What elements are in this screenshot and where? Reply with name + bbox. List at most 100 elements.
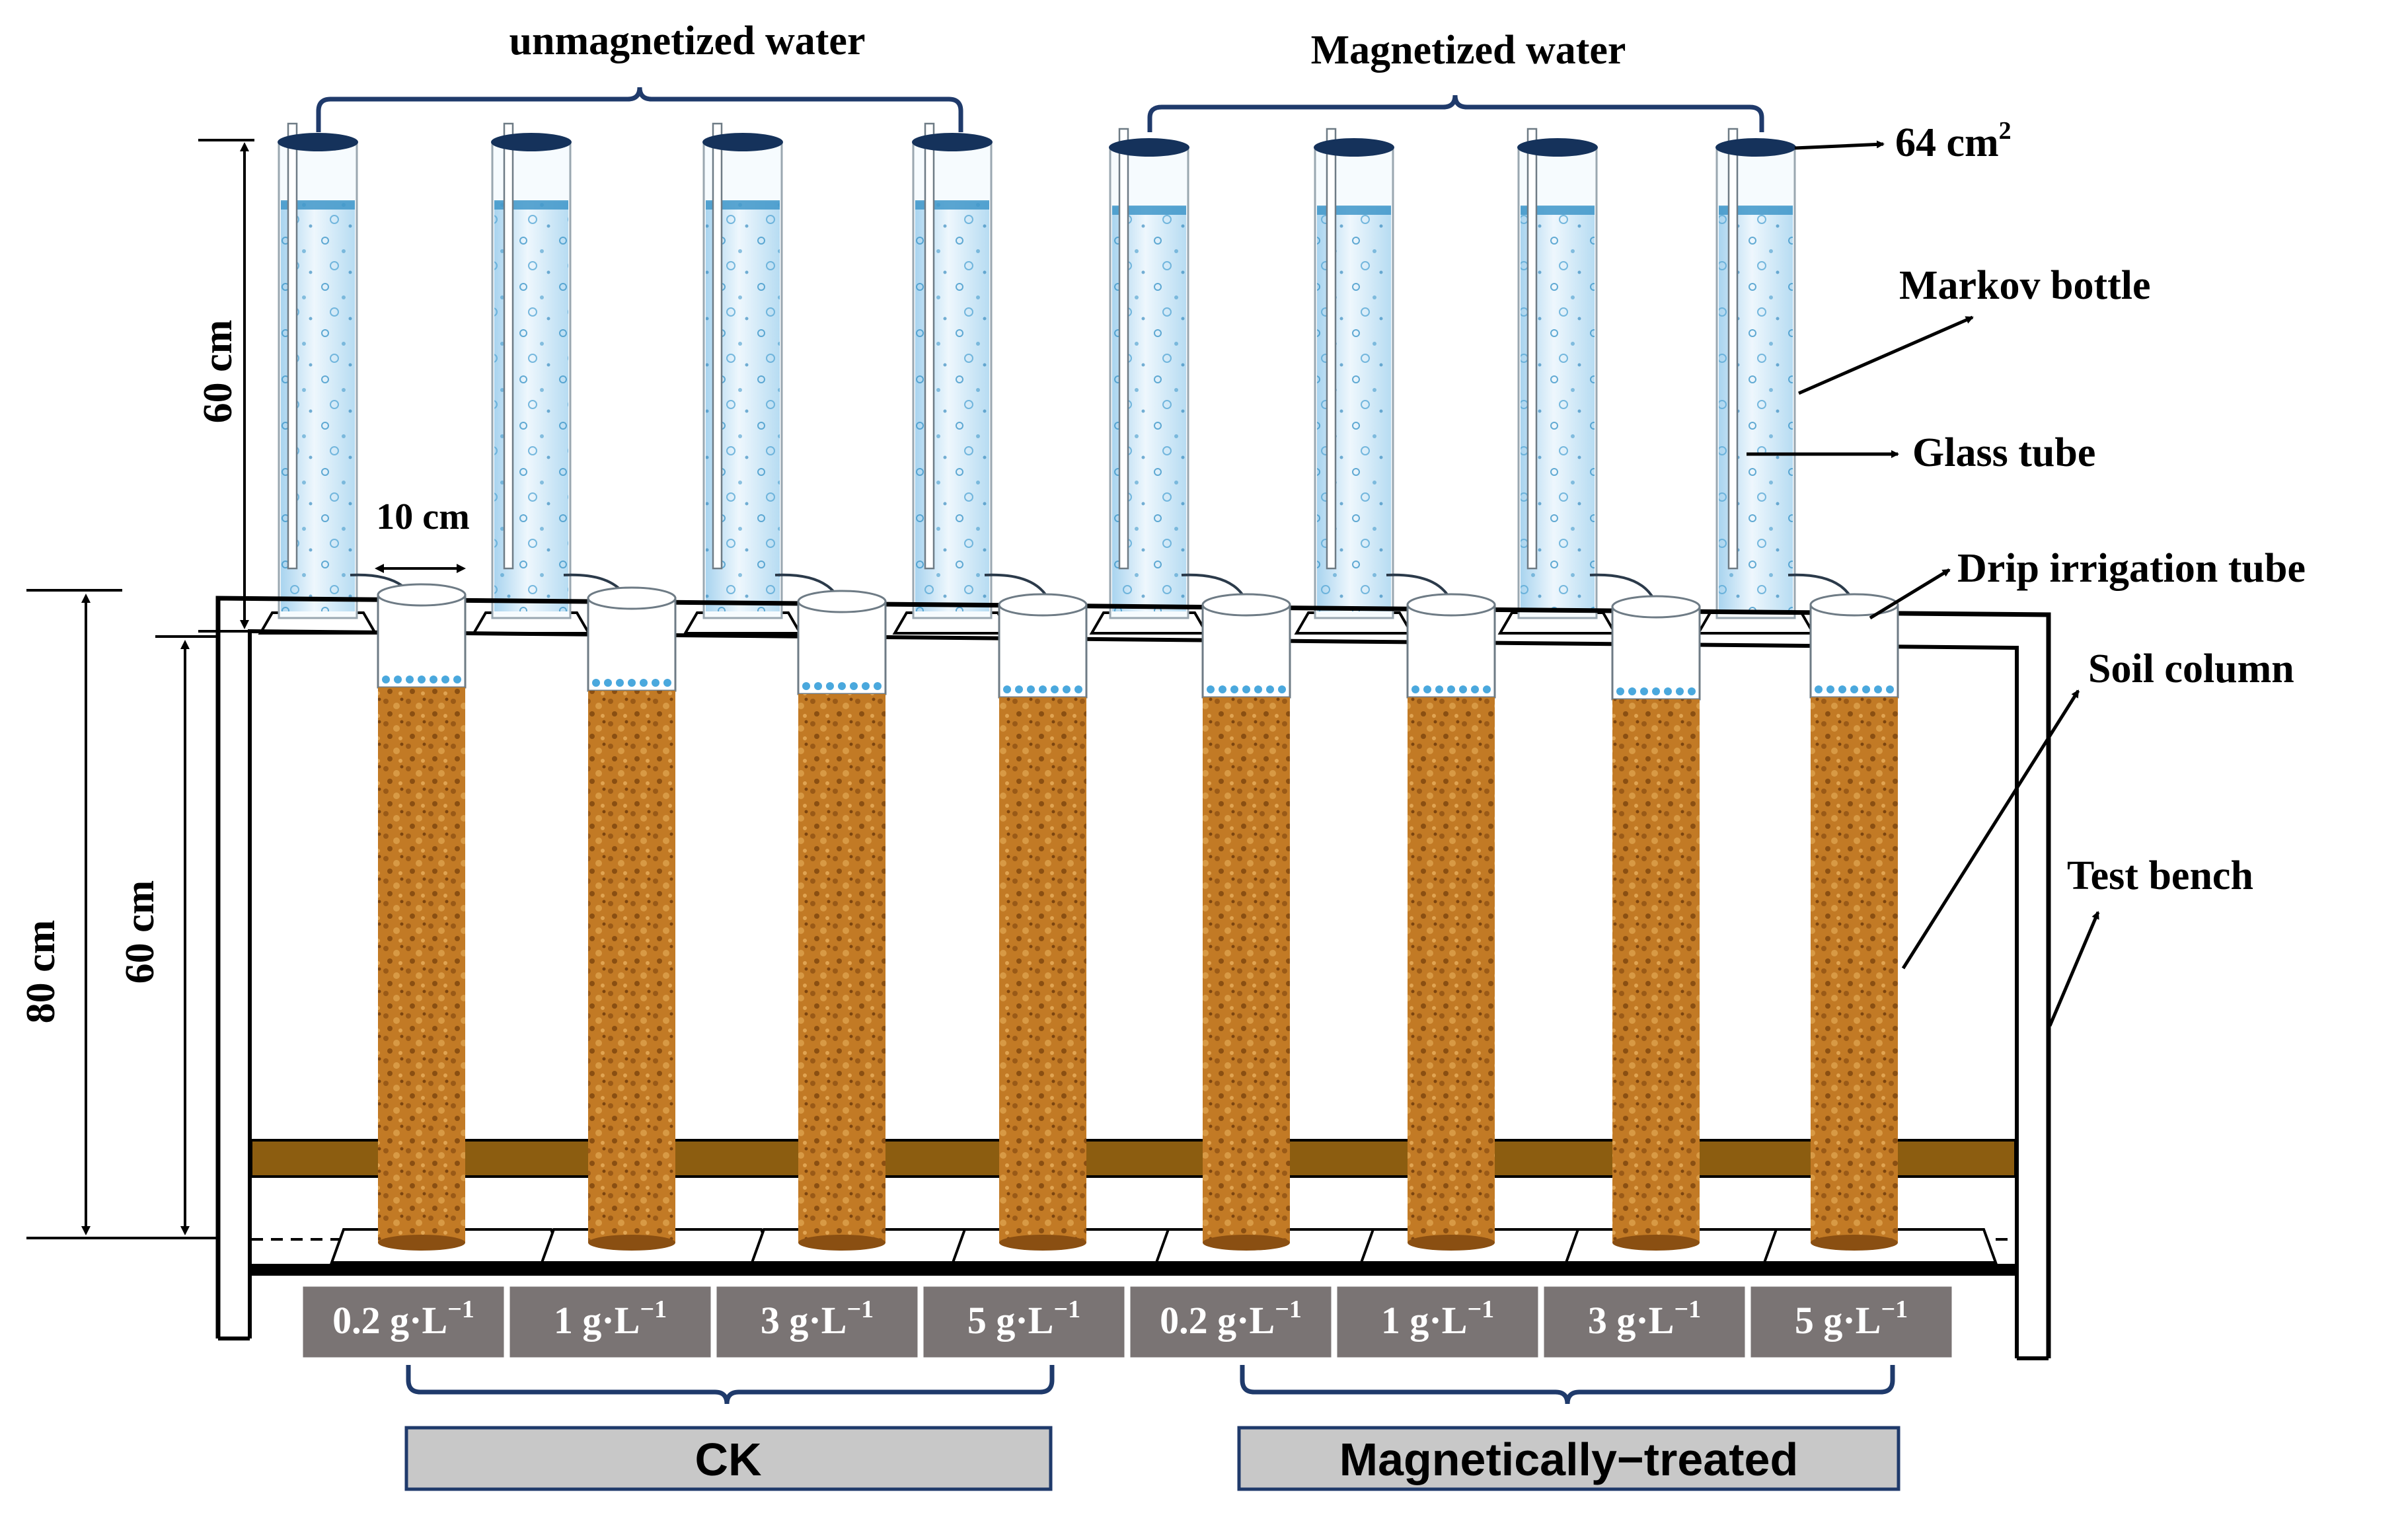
concentration-pad-bg	[1542, 1284, 1747, 1360]
column-rim	[797, 590, 887, 613]
concentration-exponent: −1	[1881, 1296, 1908, 1323]
concentration-exponent: −1	[640, 1296, 667, 1323]
concentration-pad-bg	[1335, 1284, 1540, 1360]
water-droplet	[838, 682, 846, 690]
glass-tube	[1526, 128, 1538, 570]
water-droplet	[1652, 687, 1660, 695]
column-soil	[1612, 699, 1700, 1243]
bottle-cap	[1109, 138, 1189, 157]
soil-columns	[330, 583, 1998, 1264]
concentration-exponent: −1	[1467, 1296, 1494, 1323]
markov-bottles	[258, 122, 1859, 635]
callouts: 64 cm2 Markov bottle Glass tube Drip irr…	[1747, 117, 2306, 1027]
water-droplet	[1015, 685, 1023, 693]
concentration-pad: 1 g·L−1	[1335, 1284, 1540, 1360]
concentration-pad-bg	[1128, 1284, 1334, 1360]
water-droplet	[862, 682, 870, 690]
markov-bottle	[1089, 128, 1252, 635]
bottle-cap	[1715, 138, 1796, 157]
concentration-value: 5 g·L	[1795, 1299, 1881, 1342]
bottle-cap	[1517, 138, 1598, 157]
water-droplet	[1003, 685, 1011, 693]
water-droplet	[1676, 687, 1684, 695]
glass-tube	[1727, 128, 1739, 570]
markov-bottle	[1497, 128, 1661, 635]
column-bottom	[588, 1235, 675, 1251]
water-droplet	[652, 679, 659, 687]
water-droplet	[453, 676, 461, 683]
column-bottom	[1811, 1235, 1898, 1251]
water-droplet	[1027, 685, 1035, 693]
concentration-pad: 0.2 g·L−1	[1128, 1284, 1334, 1360]
column-height-label: 60 cm	[118, 880, 163, 984]
magnetized-water-label: Magnetized water	[1311, 28, 1626, 73]
soil-column	[540, 586, 775, 1264]
concentration-label: 0.2 g·L−1	[1160, 1296, 1302, 1342]
concentration-value: 3 g·L	[1588, 1299, 1674, 1342]
concentration-pad: 5 g·L−1	[1749, 1284, 1954, 1360]
bottle-cap	[1314, 138, 1394, 157]
column-rim	[1201, 593, 1291, 617]
concentration-exponent: −1	[447, 1296, 474, 1323]
water-droplet	[1242, 685, 1250, 693]
area-callout-text: 64 cm	[1895, 120, 1999, 165]
water-droplet	[1266, 685, 1274, 693]
column-rim	[1406, 593, 1496, 617]
glass-tube-callout: Glass tube	[1912, 430, 2095, 475]
water-droplet	[592, 679, 600, 687]
concentration-value: 0.2 g·L	[1160, 1299, 1275, 1342]
water-droplet	[874, 682, 882, 690]
column-bottom	[1612, 1235, 1700, 1251]
concentration-pad-bg	[1749, 1284, 1954, 1360]
water-droplet	[1826, 685, 1834, 693]
concentration-value: 1 g·L	[554, 1299, 640, 1342]
column-headspace	[797, 600, 887, 695]
water-droplet	[1850, 685, 1858, 693]
column-soil	[999, 697, 1086, 1243]
concentration-label: 1 g·L−1	[554, 1296, 667, 1342]
column-headspace	[587, 597, 677, 692]
concentration-value: 5 g·L	[967, 1299, 1054, 1342]
water-droplet	[1815, 685, 1823, 693]
column-bottom	[378, 1235, 465, 1251]
concentration-pad: 5 g·L−1	[921, 1284, 1127, 1360]
concentration-pad-bg	[714, 1284, 920, 1360]
column-rim	[377, 583, 467, 607]
water-droplet	[1051, 685, 1059, 693]
soil-column	[1359, 593, 1595, 1264]
soil-column	[330, 583, 565, 1264]
water-droplet	[1616, 687, 1624, 695]
concentration-value: 3 g·L	[761, 1299, 847, 1342]
concentration-pad: 1 g·L−1	[508, 1284, 713, 1360]
water-droplet	[663, 679, 671, 687]
column-headspace	[1406, 603, 1496, 699]
column-rim	[1809, 593, 1899, 617]
markov-bottle	[471, 122, 634, 635]
bottle-cap	[702, 133, 783, 151]
column-bottom	[1408, 1235, 1495, 1251]
water-droplet	[640, 679, 648, 687]
glass-tube	[1326, 128, 1337, 570]
concentration-label: 5 g·L−1	[1795, 1296, 1908, 1342]
column-soil	[378, 687, 465, 1243]
column-soil	[798, 694, 885, 1243]
water-droplet	[1471, 685, 1479, 693]
test-bench	[215, 596, 2051, 1360]
water-droplet	[1278, 685, 1286, 693]
water-droplet	[616, 679, 624, 687]
unmagnetized-brace	[316, 87, 963, 132]
concentration-value: 1 g·L	[1381, 1299, 1468, 1342]
water-surface	[1521, 206, 1595, 215]
glass-tube	[924, 122, 935, 570]
column-soil	[588, 691, 675, 1243]
column-bottom	[1203, 1235, 1290, 1251]
bottle-height-label: 60 cm	[196, 320, 241, 424]
soil-column	[951, 593, 1186, 1264]
column-rim	[998, 593, 1088, 617]
concentration-pad-bg	[508, 1284, 713, 1360]
concentration-pad: 3 g·L−1	[1542, 1284, 1747, 1360]
column-bottom	[999, 1235, 1086, 1251]
